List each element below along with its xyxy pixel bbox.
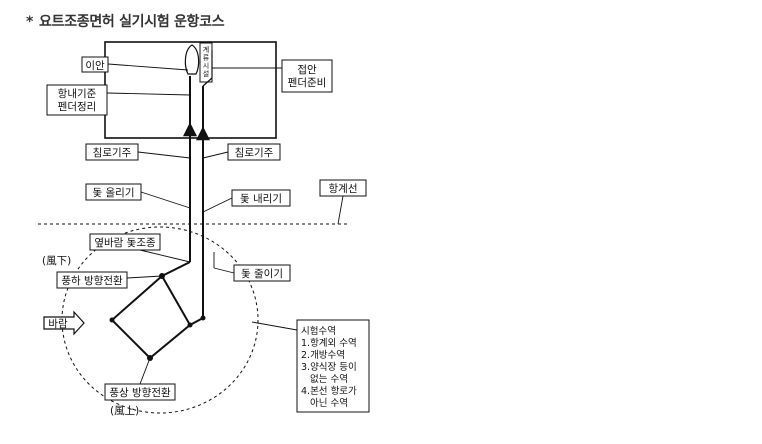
legend-item-6: 아닌 수역 (301, 398, 348, 409)
course-keep-left-leader-line (137, 151, 191, 159)
tack-label: 풍상 방향전환 (109, 387, 171, 399)
legend-item-3: 3.양식장 등이 (301, 362, 357, 373)
wind-arrow-icon (43, 310, 85, 336)
pier-char-3: 시 (203, 62, 209, 70)
legend-item-4: 없는 수역 (301, 373, 348, 385)
port-fender-label-1: 항내기준 (58, 88, 97, 100)
pier-char-4: 설 (203, 70, 209, 78)
harbor-line-label: 항계선 (329, 183, 358, 195)
west-turn-marker (109, 317, 115, 323)
sail-down-leader-line (202, 197, 233, 213)
sail-down-label: 돛 내리기 (240, 193, 282, 205)
inbound-entry-line (202, 77, 213, 87)
port-fender-label-2: 펜더정리 (58, 101, 97, 113)
docking-box (281, 59, 333, 93)
jibe-label: 풍하 방향전환 (61, 274, 123, 287)
course-keep-right-label: 침로기주 (235, 147, 274, 159)
reef-label: 돛 줄이기 (241, 268, 283, 280)
port-fender-leader-line (106, 92, 191, 96)
leeward-hanja-label: (風下) (42, 255, 71, 267)
test-area-legend-box (296, 319, 370, 413)
test-area-circle (61, 226, 259, 414)
title-bullet: * (26, 14, 34, 30)
sail-up-leader-line (140, 191, 191, 209)
legend-item-2: 2.개방수역 (301, 350, 345, 361)
course-keep-left-label: 침로기주 (93, 147, 132, 159)
port-fender-box (46, 84, 108, 116)
legend-leader-line (251, 321, 298, 331)
course-keep-right-leader-line (202, 151, 229, 159)
beam-reach-leader-line (139, 249, 191, 263)
jibe-leader-line (126, 275, 163, 279)
tack-leader-line (139, 357, 151, 385)
legend-item-1: 1.항계외 수역 (301, 337, 357, 349)
title-text: 요트조종면허 실기시험 운항코스 (39, 14, 225, 30)
pier-char-1: 계 (203, 45, 209, 54)
docking-label-1: 접안 (297, 64, 317, 76)
departure-label: 이안 (85, 60, 105, 72)
moored-boat-icon (184, 44, 200, 75)
legend-item-5: 4.본선 항로가 (301, 386, 357, 397)
jibe-box (56, 271, 128, 289)
departure-leader-line (107, 63, 189, 71)
departure-box (81, 56, 109, 73)
beam-reach-box (89, 233, 161, 251)
east-turn-marker (187, 322, 193, 328)
sail-up-label: 돛 올리기 (93, 187, 135, 199)
return-point-marker (200, 315, 206, 321)
windward-hanja-label: (風上) (110, 405, 139, 417)
docking-label-2: 펜더준비 (288, 77, 327, 89)
reef-leader-line (213, 267, 235, 274)
wind-label: 바람 (48, 317, 68, 330)
beam-reach-label: 옆바람 돛조종 (94, 236, 156, 249)
pier-char-2: 류 (203, 54, 210, 62)
jibe-leg-line (161, 275, 191, 326)
legend-title: 시험수역 (301, 326, 336, 337)
page-title: * 요트조종면허 실기시험 운항코스 (26, 11, 225, 31)
harbor-line-leader-line (337, 195, 344, 225)
